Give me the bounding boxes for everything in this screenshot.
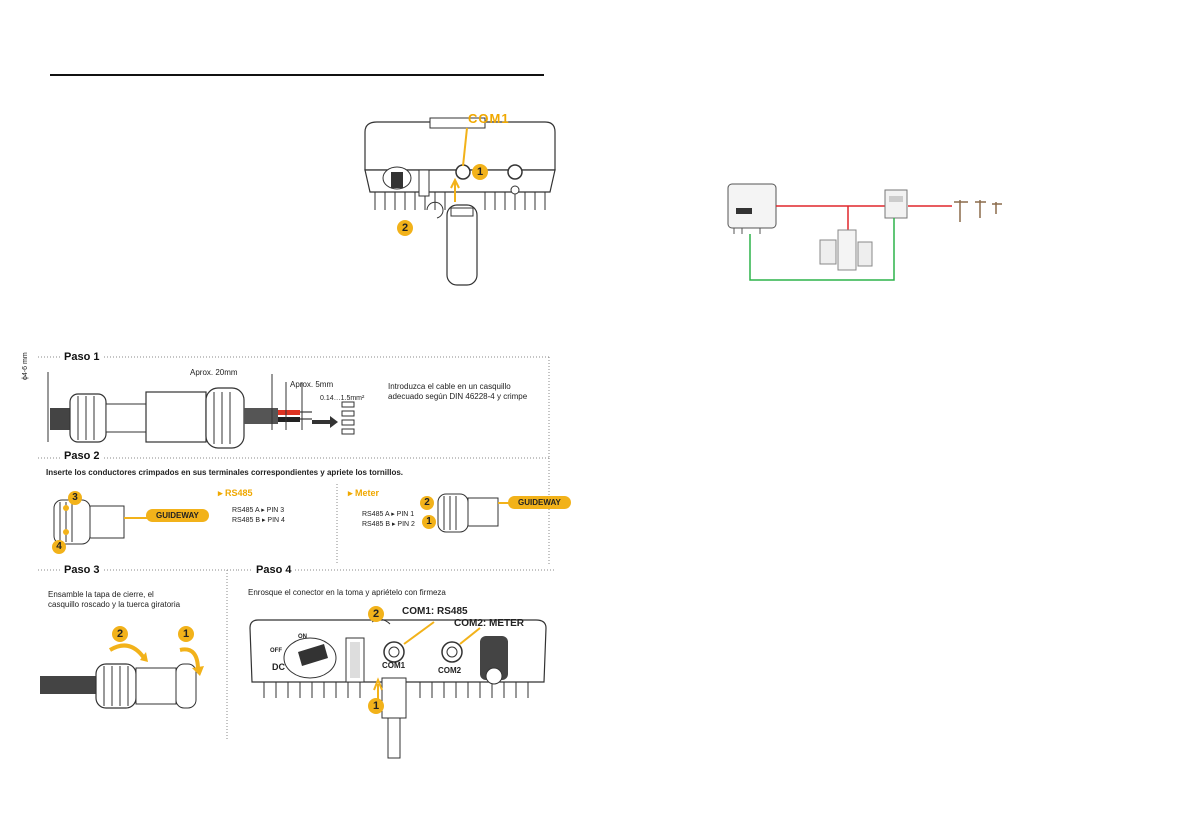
- strip-length-short: Aprox. 5mm: [290, 380, 334, 389]
- strip-length-long: Aprox. 20mm: [190, 368, 238, 377]
- header-rule: [50, 74, 544, 76]
- paso1-frame: [38, 356, 550, 457]
- paso4-com2-port-label: COM2: [438, 666, 462, 675]
- paso3-badge-2: 2: [112, 626, 128, 642]
- paso1-cable-drawing: [47, 372, 355, 449]
- badge-1: 1: [472, 164, 488, 180]
- inverter-com1-figure: [364, 117, 556, 286]
- guideway-tag-left: GUIDEWAY: [146, 509, 209, 522]
- paso4-frame: [238, 569, 556, 571]
- guideway-tag-right: GUIDEWAY: [508, 496, 571, 509]
- meter-pin-a: RS485 A ▸ PIN 1: [362, 511, 415, 518]
- paso1-instruction-line2: adecuado según DIN 46228-4 y crimpe: [388, 392, 528, 401]
- paso2-connector-meter: [437, 493, 520, 533]
- paso2-title: Paso 2: [60, 450, 104, 462]
- paso3-instruction-line1: Ensamble la tapa de cierre, el: [48, 590, 154, 599]
- cable-diameter-label: ϕ4-6 mm: [22, 352, 29, 380]
- paso4-off-label: OFF: [270, 648, 282, 654]
- system-wiring-diagram: [727, 183, 1002, 281]
- pin-badge-4: 4: [52, 540, 66, 554]
- paso1-title: Paso 1: [60, 351, 104, 363]
- paso3-instruction-line2: casquillo roscado y la tuerca giratoria: [48, 600, 181, 609]
- paso3-assembly-drawing: [40, 643, 204, 709]
- pin-badge-3: 3: [68, 491, 82, 505]
- paso4-title: Paso 4: [252, 564, 296, 576]
- paso3-title: Paso 3: [60, 564, 104, 576]
- rs485-heading: ▸ RS485: [218, 488, 253, 498]
- ferrule-size-label: 0.14…1.5mm²: [320, 395, 365, 402]
- paso2-instruction: Inserte los conductores crimpados en sus…: [46, 468, 403, 477]
- rs485-heading-text: RS485: [225, 488, 253, 498]
- paso4-instruction: Enrosque el conector en la toma y apriét…: [248, 588, 446, 597]
- meter-pin-badge-1: 1: [422, 515, 436, 529]
- meter-pin-b: RS485 B ▸ PIN 2: [362, 521, 415, 528]
- meter-heading: ▸ Meter: [348, 488, 380, 498]
- paso2-frame: [38, 457, 550, 564]
- meter-heading-text: Meter: [355, 488, 380, 498]
- meter-pin-badge-2: 2: [420, 496, 434, 510]
- paso4-badge-2: 2: [368, 606, 384, 622]
- paso4-inverter-drawing: [249, 618, 547, 759]
- paso4-com1-port-label: COM1: [382, 661, 406, 670]
- paso4-dc-label: DC: [272, 662, 285, 672]
- paso3-badge-1: 1: [178, 626, 194, 642]
- paso4-com1-label: COM1: RS485: [402, 606, 468, 617]
- paso1-instruction-line1: Introduzca el cable en un casquillo: [388, 382, 511, 391]
- com1-label: COM1: [468, 111, 510, 126]
- paso4-com2-label: COM2: METER: [454, 618, 524, 629]
- paso4-badge-1: 1: [368, 698, 384, 714]
- rs485-pin-a: RS485 A ▸ PIN 3: [232, 507, 285, 514]
- badge-2: 2: [397, 220, 413, 236]
- rs485-pin-b: RS485 B ▸ PIN 4: [232, 517, 285, 524]
- paso4-on-label: ON: [298, 634, 307, 640]
